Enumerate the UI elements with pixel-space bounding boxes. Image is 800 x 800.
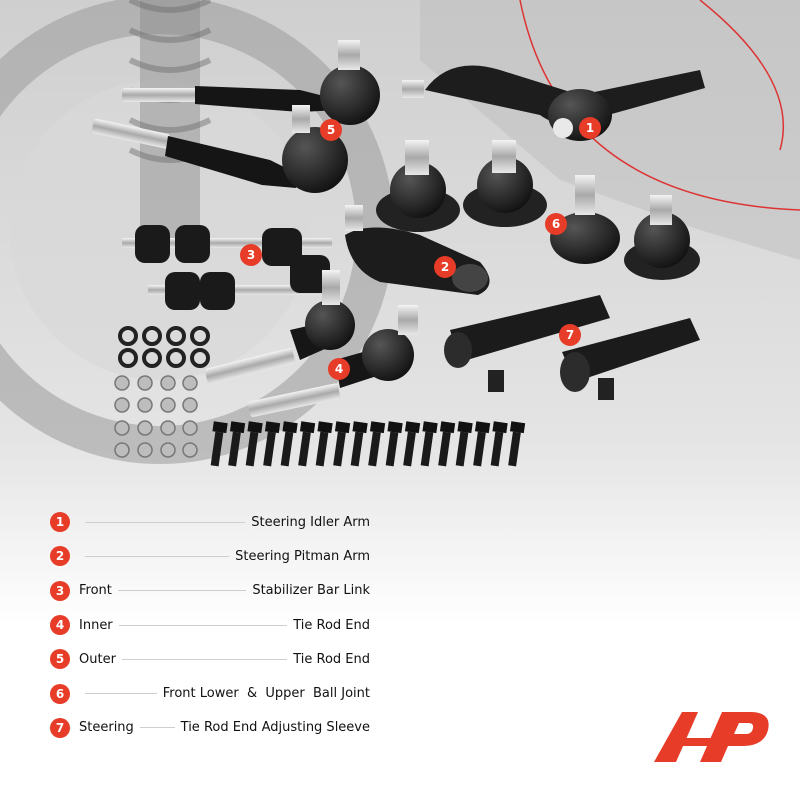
legend-number: 3 (50, 580, 70, 601)
legend-part-name: Front Lower & Upper Ball Joint (162, 686, 370, 702)
legend-number: 4 (50, 615, 70, 636)
pitman-arm (345, 205, 490, 295)
legend-row: 4 Inner Tie Rod End (50, 608, 370, 642)
bolt (473, 421, 491, 467)
bolts (210, 421, 526, 467)
badge-1: 1 (579, 117, 601, 139)
bolt (438, 421, 456, 467)
bolt (385, 421, 403, 467)
legend-part-name: Steering Idler Arm (251, 514, 370, 530)
bolt (263, 421, 281, 467)
legend-row: 3 Front Stabilizer Bar Link (50, 574, 370, 608)
legend-row: 1 Steering Idler Arm (50, 505, 370, 539)
leader-line (117, 590, 247, 592)
legend-part-name: Stabilizer Bar Link (252, 583, 370, 599)
legend-row: 2 Steering Pitman Arm (50, 539, 370, 573)
brand-logo (654, 712, 769, 762)
leader-line (139, 727, 175, 729)
bolt (455, 421, 473, 467)
legend-part-name: Steering Pitman Arm (235, 548, 370, 564)
leader-line (85, 555, 230, 557)
part-badges: 1 2 3 4 5 6 7 (240, 117, 601, 380)
svg-text:3: 3 (247, 248, 255, 262)
svg-text:7: 7 (566, 328, 574, 342)
stabilizer-bar-links (122, 225, 338, 310)
legend-number: 5 (50, 649, 70, 670)
leader-line (85, 693, 157, 695)
legend-number: 1 (50, 512, 70, 533)
parts-legend: 1 Steering Idler Arm 2 Steering Pitman Arm… (50, 505, 370, 745)
bolt (228, 421, 246, 467)
badge-4: 4 (328, 358, 350, 380)
legend-number: 7 (50, 717, 70, 738)
bolt (210, 421, 228, 467)
bolt (350, 421, 368, 467)
svg-text:6: 6 (552, 217, 560, 231)
adjusting-sleeves (444, 295, 700, 400)
leader-line (85, 521, 246, 523)
bolt (420, 421, 438, 467)
legend-part-name: Tie Rod End (293, 651, 370, 667)
bolt (298, 421, 316, 467)
badge-3: 3 (240, 244, 262, 266)
legend-row: 5 Outer Tie Rod End (50, 642, 370, 676)
legend-row: 7 Steering Tie Rod End Adjusting Sleeve (50, 711, 370, 745)
legend-lead: Outer (79, 651, 116, 667)
leader-line (118, 624, 288, 626)
legend-row: 6 Front Lower & Upper Ball Joint (50, 676, 370, 710)
bolt (315, 421, 333, 467)
bolt (508, 421, 526, 467)
legend-lead: Front (79, 583, 112, 599)
svg-text:4: 4 (335, 362, 343, 376)
svg-text:1: 1 (586, 121, 594, 135)
bolt (245, 421, 263, 467)
badge-5: 5 (320, 119, 342, 141)
badge-7: 7 (559, 324, 581, 346)
legend-number: 2 (50, 546, 70, 567)
ball-joints (376, 140, 700, 280)
bolt (403, 421, 421, 467)
outer-tie-rod-ends (91, 40, 380, 193)
legend-lead: Inner (79, 617, 113, 633)
svg-text:2: 2 (441, 260, 449, 274)
legend-lead: Steering (79, 720, 134, 736)
badge-6: 6 (545, 213, 567, 235)
legend-part-name: Tie Rod End (293, 617, 370, 633)
svg-text:5: 5 (327, 123, 335, 137)
bolt (368, 421, 386, 467)
hardware-small-parts (114, 326, 210, 458)
bolt (333, 421, 351, 467)
legend-number: 6 (50, 683, 70, 704)
bolt (490, 421, 508, 467)
badge-2: 2 (434, 256, 456, 278)
legend-part-name: Tie Rod End Adjusting Sleeve (180, 720, 370, 736)
inner-tie-rod-ends (205, 270, 418, 418)
bolt (280, 421, 298, 467)
leader-line (121, 658, 288, 660)
